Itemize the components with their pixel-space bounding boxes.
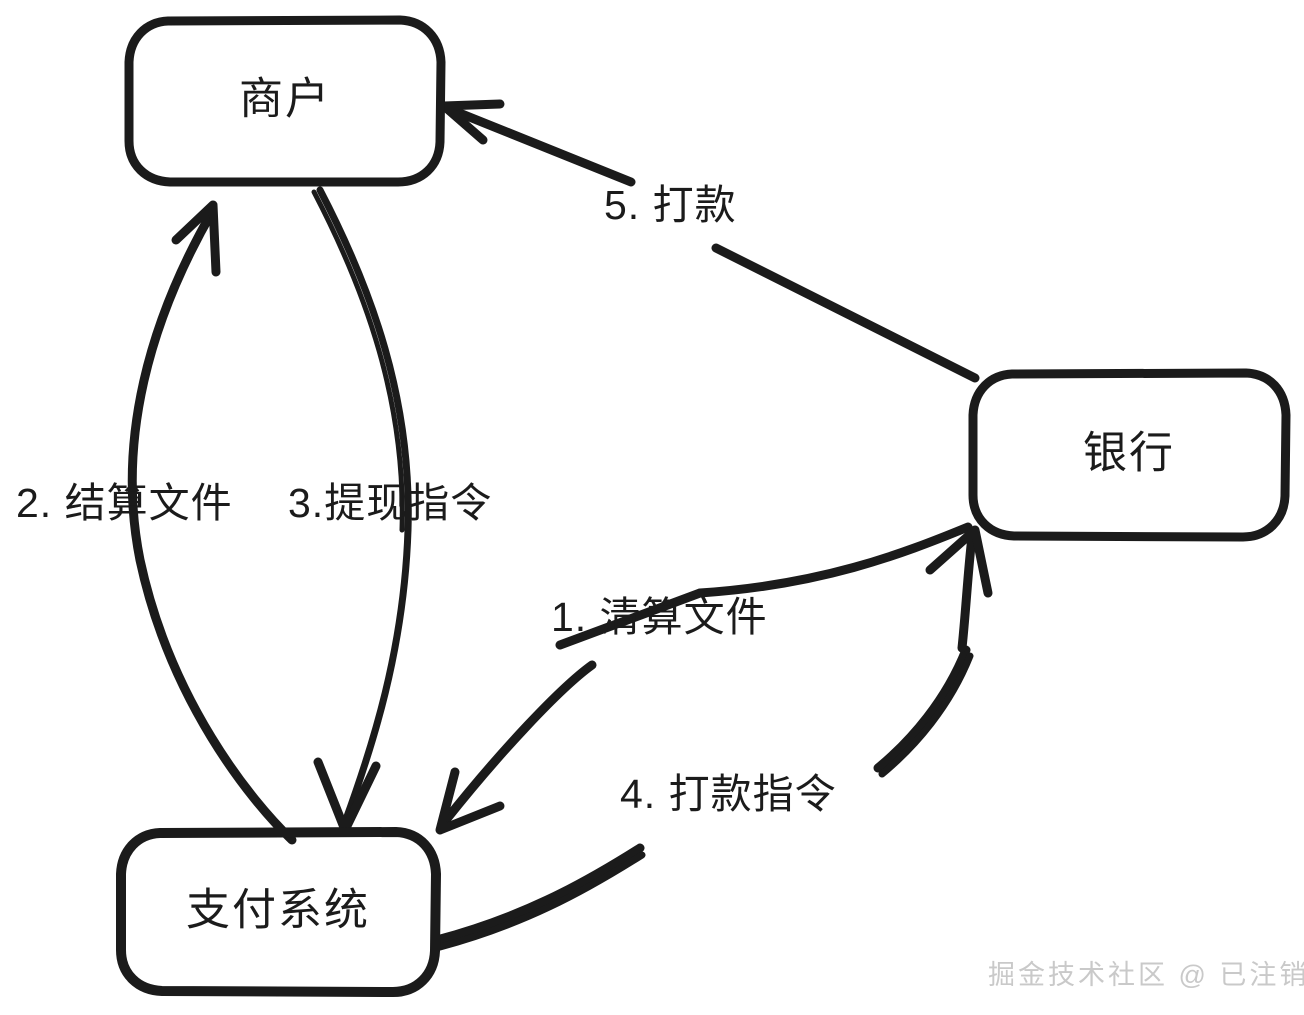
edge-3-path-sketch-double bbox=[311, 189, 405, 533]
edge-3-path bbox=[316, 186, 412, 826]
edge-4-path-seg-c bbox=[957, 532, 977, 653]
edge-3-label: 3.提现指令 bbox=[288, 480, 492, 526]
node-bank[interactable]: 银行 bbox=[968, 368, 1291, 542]
edge-4-path-sketch-double bbox=[436, 851, 646, 951]
node-payment-system[interactable]: 支付系统 bbox=[116, 827, 441, 997]
edge-4-path-seg-b bbox=[873, 645, 971, 773]
node-payment-system-shape bbox=[116, 827, 441, 997]
edge-5-path-seg-a bbox=[711, 243, 980, 383]
node-merchant-label: 商户 bbox=[239, 75, 331, 124]
edge-1-clearing-file: 1. 清算文件 bbox=[435, 522, 973, 835]
node-bank-label: 银行 bbox=[1083, 429, 1175, 478]
edge-5-label: 5. 打款 bbox=[604, 182, 737, 228]
edge-1-path-seg-b bbox=[555, 588, 705, 650]
edge-2-path bbox=[127, 207, 297, 845]
node-payment-system-label: 支付系统 bbox=[186, 886, 370, 935]
edge-1-arrowhead bbox=[435, 767, 505, 835]
edge-3-withdraw-instruction: 3.提现指令 bbox=[288, 186, 492, 835]
edge-3-arrowhead bbox=[313, 757, 381, 835]
edge-2-settlement-file: 2. 结算文件 bbox=[16, 200, 297, 845]
node-merchant[interactable]: 商户 bbox=[124, 15, 446, 187]
edge-5-remittance: 5. 打款 bbox=[439, 99, 980, 383]
edge-4-label: 4. 打款指令 bbox=[620, 771, 837, 817]
edge-5-path-seg-b bbox=[447, 105, 636, 187]
node-merchant-shape bbox=[124, 15, 446, 187]
watermark-label: 掘金技术社区 @ 已注销 bbox=[988, 960, 1304, 990]
edge-1-path-seg-a bbox=[695, 522, 973, 598]
edge-4-path-seg-a bbox=[432, 843, 645, 945]
node-bank-shape bbox=[968, 368, 1291, 542]
edge-5-arrowhead bbox=[439, 99, 505, 145]
edge-4-payment-instruction: 4. 打款指令 bbox=[432, 525, 993, 951]
edge-1-label: 1. 清算文件 bbox=[551, 594, 768, 640]
edge-4-path-seg-b-double bbox=[878, 652, 974, 778]
edge-2-label: 2. 结算文件 bbox=[16, 480, 233, 526]
edge-4-arrowhead bbox=[925, 525, 993, 598]
edge-2-arrowhead bbox=[171, 200, 221, 277]
edge-1-path-seg-c bbox=[441, 660, 597, 825]
